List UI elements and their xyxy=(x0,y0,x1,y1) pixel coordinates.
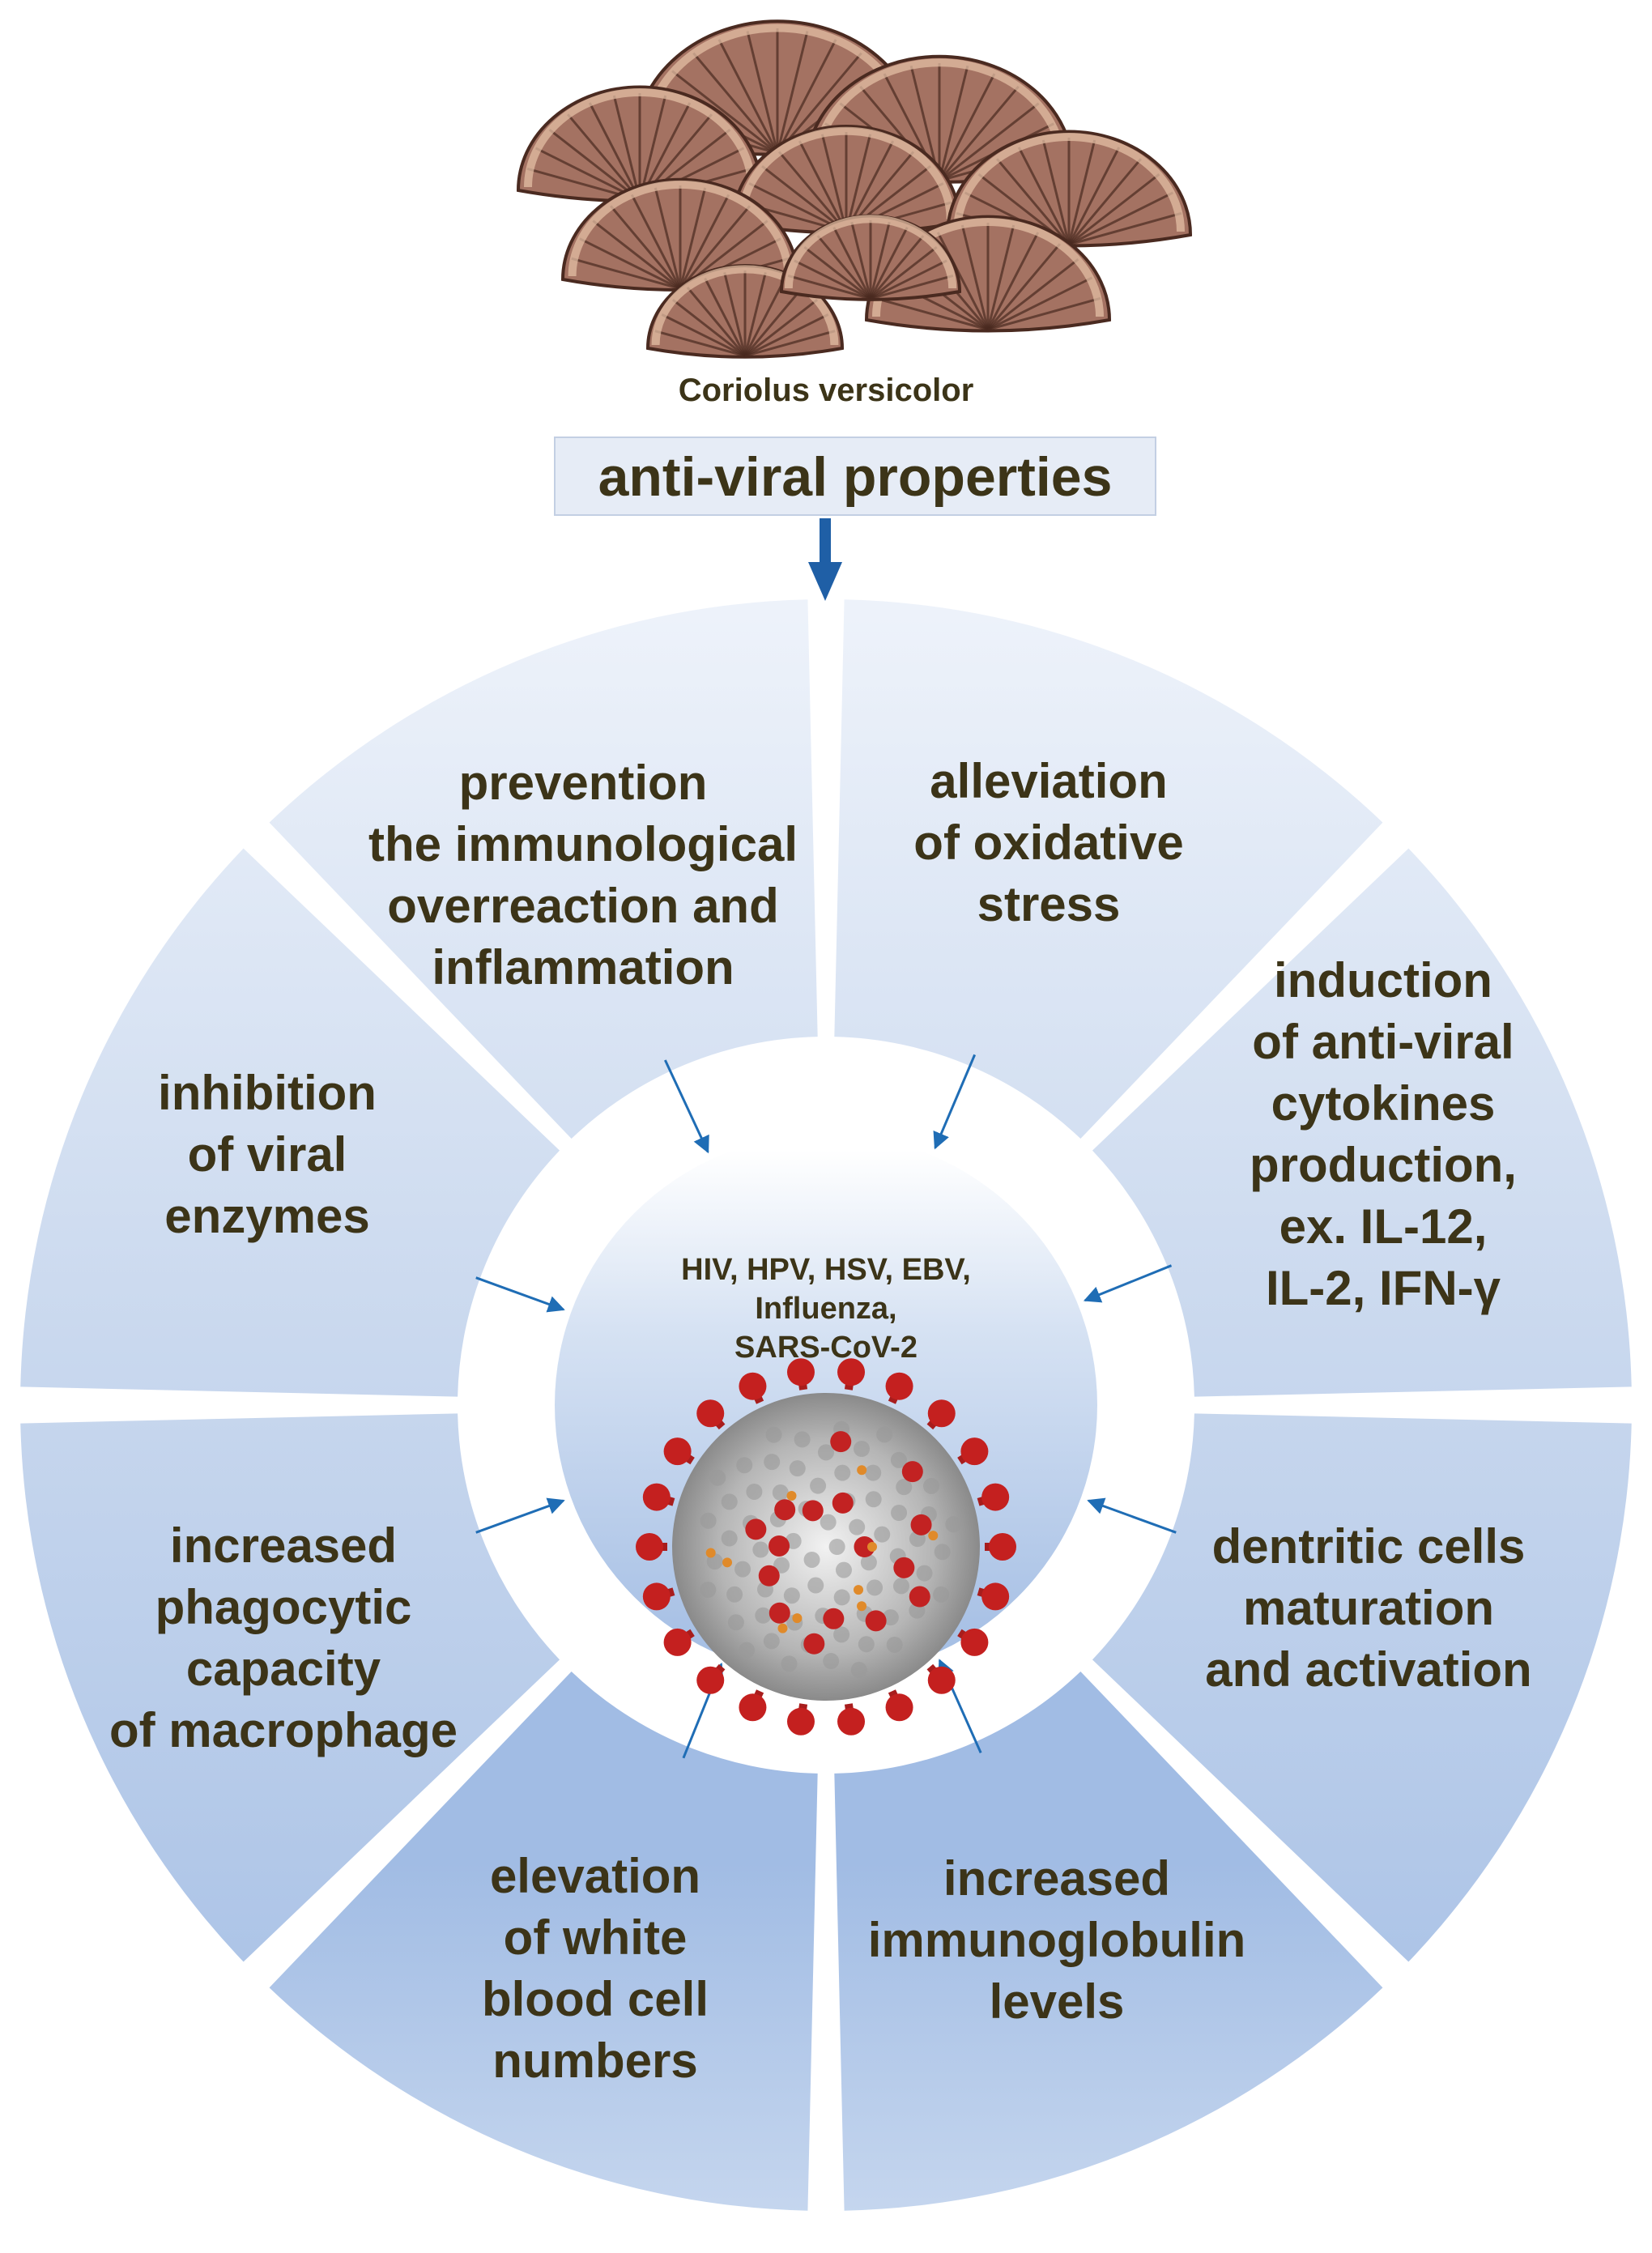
segment-label-viral-enzymes: of viral xyxy=(188,1127,347,1182)
coronavirus-icon xyxy=(636,1358,1016,1736)
segment-label-phagocytic-capacity: of macrophage xyxy=(109,1703,458,1757)
segment-label-viral-enzymes: enzymes xyxy=(164,1189,369,1243)
segment-phagocytic-capacity xyxy=(20,1413,560,1962)
segment-immunological-overreaction xyxy=(269,599,818,1139)
arrow-icon xyxy=(1083,1264,1173,1303)
segment-label-dendritic-cells: and activation xyxy=(1205,1642,1531,1697)
segment-label-viral-enzymes: inhibition xyxy=(158,1066,377,1120)
segment-label-immunoglobulin: immunoglobulin xyxy=(868,1913,1246,1967)
segment-label-oxidative-stress: alleviation xyxy=(930,754,1167,808)
virus-list: HIV, HPV, HSV, EBV, Influenza, SARS-CoV-… xyxy=(681,1253,971,1365)
down-arrow-icon xyxy=(808,518,842,601)
segment-label-antiviral-cytokines: production, xyxy=(1250,1138,1517,1192)
segment-labels: alleviation of oxidative stress induction of… xyxy=(109,754,1532,2088)
segment-label-antiviral-cytokines: IL-2, IFN-γ xyxy=(1266,1261,1501,1315)
segment-label-phagocytic-capacity: capacity xyxy=(186,1642,381,1696)
segments-ring xyxy=(20,599,1632,2211)
segment-label-oxidative-stress: of oxidative xyxy=(913,816,1183,870)
segment-label-immunological-overreaction: inflammation xyxy=(432,940,734,994)
segment-label-dendritic-cells: maturation xyxy=(1243,1581,1494,1635)
coriolus-mushroom-illustration xyxy=(516,19,1193,359)
segment-label-oxidative-stress: stress xyxy=(977,877,1121,931)
segment-label-antiviral-cytokines: induction xyxy=(1274,953,1492,1007)
segment-label-white-blood-cells: numbers xyxy=(492,2034,697,2088)
header-title: anti-viral properties xyxy=(598,446,1113,508)
segment-label-immunological-overreaction: prevention xyxy=(459,756,708,810)
segment-label-immunoglobulin: levels xyxy=(990,1974,1125,2029)
segment-label-immunological-overreaction: the immunological xyxy=(368,817,798,871)
arrow-icon xyxy=(475,1276,565,1313)
segment-label-phagocytic-capacity: phagocytic xyxy=(155,1580,412,1634)
segment-label-white-blood-cells: of white xyxy=(504,1910,688,1965)
segment-label-antiviral-cytokines: ex. IL-12, xyxy=(1279,1199,1488,1254)
segment-label-phagocytic-capacity: increased xyxy=(170,1518,397,1573)
segment-label-immunoglobulin: increased xyxy=(943,1851,1170,1906)
segment-label-white-blood-cells: blood cell xyxy=(482,1972,709,2026)
arrow-icon xyxy=(933,1054,977,1150)
segment-white-blood-cells xyxy=(269,1671,818,2211)
segment-label-white-blood-cells: elevation xyxy=(490,1849,700,1903)
header-box xyxy=(554,437,1156,516)
virus-list-line: Influenza, xyxy=(755,1292,896,1326)
segment-label-immunological-overreaction: overreaction and xyxy=(387,879,779,933)
segment-label-antiviral-cytokines: of anti-viral xyxy=(1252,1015,1514,1069)
segment-oxidative-stress xyxy=(834,599,1383,1139)
segment-dendritic-cells xyxy=(1092,1413,1632,1962)
segment-viral-enzymes xyxy=(20,848,560,1397)
virus-list-line: SARS-CoV-2 xyxy=(734,1331,918,1365)
segment-antiviral-cytokines xyxy=(1092,848,1632,1397)
arrow-icon xyxy=(475,1497,565,1534)
segment-immunoglobulin xyxy=(834,1671,1383,2211)
segment-label-antiviral-cytokines: cytokines xyxy=(1271,1076,1496,1131)
segment-label-dendritic-cells: dentritic cells xyxy=(1212,1519,1526,1574)
arrow-icon xyxy=(1087,1497,1177,1534)
arrow-icon xyxy=(664,1059,709,1154)
virus-list-line: HIV, HPV, HSV, EBV, xyxy=(681,1253,971,1287)
organism-name: Coriolus versicolor xyxy=(679,373,974,408)
